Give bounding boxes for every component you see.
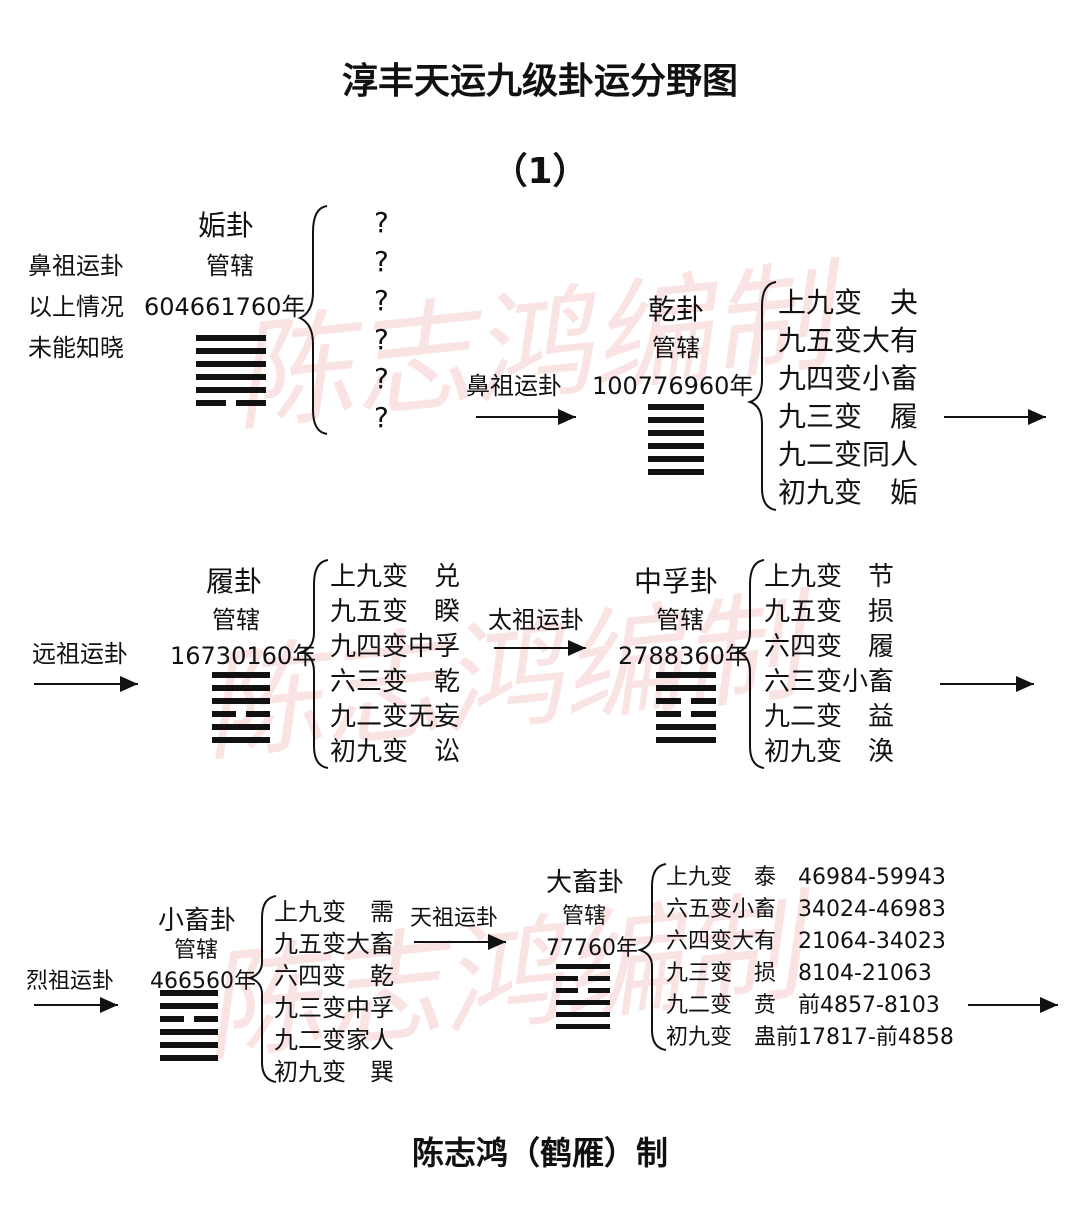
gou-line: ? xyxy=(374,206,389,239)
page-title: 淳丰天运九级卦运分野图 xyxy=(341,61,738,102)
gou-lines: ? ? ? ? ? ? xyxy=(374,203,389,437)
brace-qian xyxy=(746,281,777,511)
qian-line: 上九变 夬 xyxy=(778,286,919,319)
xiaoxu-governs: 管辖 xyxy=(174,938,219,963)
xiaoxu-line: 上九变 需 xyxy=(274,898,394,926)
lv-line: 九二变无妄 xyxy=(330,702,461,732)
gou-line: ? xyxy=(374,362,389,395)
page-subtitle: （1） xyxy=(491,151,589,192)
gou-line: ? xyxy=(374,401,389,434)
daxu-line: 六四变大有 21064-34023 xyxy=(666,929,946,954)
brace-lv xyxy=(298,559,329,769)
daxu-line: 初九变 蛊前17817-前4858 xyxy=(666,1025,954,1050)
left-note-1: 鼻祖运卦 xyxy=(28,252,124,280)
gou-governs: 管辖 xyxy=(206,252,254,280)
arrow-label-row3: 天祖运卦 xyxy=(410,906,499,931)
qian-lines: 上九变 夬 九五变大有 九四变小畜 九三变 履 九二变同人 初九变 姤 xyxy=(778,284,918,512)
brace-daxu xyxy=(636,863,667,1051)
zhongfu-line: 九二变 益 xyxy=(764,702,895,732)
daxu-line: 六五变小畜 34024-46983 xyxy=(666,897,946,922)
daxu-name: 大畜卦 xyxy=(546,868,625,898)
zhongfu-years: 2788360年 xyxy=(618,642,749,670)
row2-left-label: 远祖运卦 xyxy=(32,640,128,668)
xiaoxu-lines: 上九变 需 九五变大畜 六四变 乾 九三变中孚 九二变家人 初九变 巽 xyxy=(274,896,394,1088)
xiaoxu-line: 初九变 巽 xyxy=(274,1058,394,1086)
daxu-line: 九三变 损 8104-21063 xyxy=(666,961,932,986)
lv-line: 上九变 兑 xyxy=(330,562,461,592)
qian-line: 九四变小畜 xyxy=(778,362,919,395)
qian-line: 九五变大有 xyxy=(778,324,919,357)
gou-name: 姤卦 xyxy=(198,209,255,242)
xiaoxu-line: 九三变中孚 xyxy=(274,994,394,1022)
hexagram-lv xyxy=(212,672,270,743)
gou-line: ? xyxy=(374,323,389,356)
zhongfu-lines: 上九变 节 九五变 损 六四变 履 六三变小畜 九二变 益 初九变 涣 xyxy=(764,560,894,770)
qian-line: 初九变 姤 xyxy=(778,476,919,509)
brace-gou xyxy=(297,205,328,435)
arrow-label-row1: 鼻祖运卦 xyxy=(466,372,562,400)
lv-line: 六三变 乾 xyxy=(330,667,461,697)
arrow-label-row2: 太祖运卦 xyxy=(488,606,584,634)
hexagram-qian xyxy=(648,404,704,475)
left-note-3: 未能知晓 xyxy=(28,334,124,362)
zhongfu-line: 初九变 涣 xyxy=(764,737,895,767)
lv-governs: 管辖 xyxy=(212,606,260,634)
qian-governs: 管辖 xyxy=(652,334,700,362)
lv-years: 16730160年 xyxy=(170,642,317,670)
qian-name: 乾卦 xyxy=(648,293,705,326)
gou-line: ? xyxy=(374,245,389,278)
daxu-lines: 上九变 泰 46984-59943 六五变小畜 34024-46983 六四变大… xyxy=(666,862,954,1054)
row3-left-label: 烈祖运卦 xyxy=(26,969,115,994)
xiaoxu-name: 小畜卦 xyxy=(158,906,237,936)
xiaoxu-years: 466560年 xyxy=(150,969,256,994)
hexagram-gou xyxy=(196,335,266,406)
zhongfu-line: 六四变 履 xyxy=(764,632,895,662)
hexagram-zhongfu xyxy=(656,672,716,743)
zhongfu-governs: 管辖 xyxy=(656,606,704,634)
qian-line: 九二变同人 xyxy=(778,438,919,471)
xiaoxu-line: 九二变家人 xyxy=(274,1026,394,1054)
lv-name: 履卦 xyxy=(206,565,263,598)
brace-xiaoxu xyxy=(246,895,277,1083)
qian-line: 九三变 履 xyxy=(778,400,919,433)
xiaoxu-line: 六四变 乾 xyxy=(274,962,394,990)
qian-years: 100776960年 xyxy=(592,372,754,400)
daxu-years: 77760年 xyxy=(546,936,638,961)
zhongfu-line: 九五变 损 xyxy=(764,597,895,627)
left-note-2: 以上情况 xyxy=(28,293,124,321)
hexagram-xiaoxu xyxy=(160,990,218,1061)
gou-line: ? xyxy=(374,284,389,317)
hexagram-daxu xyxy=(556,964,610,1029)
brace-zhongfu xyxy=(734,559,765,769)
daxu-governs: 管辖 xyxy=(562,904,607,929)
gou-years: 604661760年 xyxy=(144,293,306,321)
daxu-line: 九二变 贲 前4857-8103 xyxy=(666,993,940,1018)
lv-line: 九五变 睽 xyxy=(330,597,461,627)
daxu-line: 上九变 泰 46984-59943 xyxy=(666,865,946,890)
zhongfu-line: 六三变小畜 xyxy=(764,667,895,697)
lv-lines: 上九变 兑 九五变 睽 九四变中孚 六三变 乾 九二变无妄 初九变 讼 xyxy=(330,560,460,770)
lv-line: 初九变 讼 xyxy=(330,737,461,767)
zhongfu-line: 上九变 节 xyxy=(764,562,895,592)
lv-line: 九四变中孚 xyxy=(330,632,461,662)
author-credit: 陈志鸿（鹤雁）制 xyxy=(411,1134,668,1172)
zhongfu-name: 中孚卦 xyxy=(634,565,719,598)
xiaoxu-line: 九五变大畜 xyxy=(274,930,394,958)
